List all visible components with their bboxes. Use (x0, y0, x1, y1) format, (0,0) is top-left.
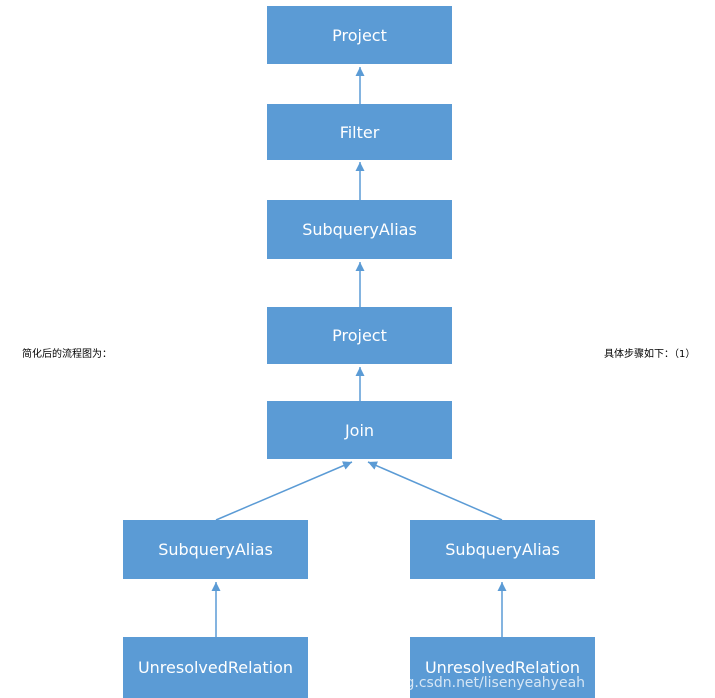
node-label: SubqueryAlias (158, 540, 273, 559)
node-label: UnresolvedRelation (424, 658, 581, 677)
node-unresolvedrelation-right: UnresolvedRelation (410, 637, 595, 698)
node-filter: Filter (267, 104, 452, 160)
node-label: UnresolvedRelation (137, 658, 294, 677)
node-subqueryalias-left: SubqueryAlias (123, 520, 308, 579)
node-project-mid: Project (267, 307, 452, 364)
node-subqueryalias-right: SubqueryAlias (410, 520, 595, 579)
edge-right-subqueryalias-to-join (367, 461, 503, 521)
right-caption: 具体步骤如下：（1） (604, 349, 696, 360)
node-label: SubqueryAlias (302, 220, 417, 239)
node-label: Join (344, 420, 375, 440)
watermark: https://blog.csdn.net/lisenyeahyeah (334, 675, 586, 691)
node-label: Project (332, 25, 387, 45)
node-label: SubqueryAlias (445, 540, 560, 559)
node-unresolvedrelation-left: UnresolvedRelation (123, 637, 308, 698)
node-subqueryalias-top: SubqueryAlias (267, 200, 452, 259)
edge-left-subqueryalias-to-join (215, 461, 353, 521)
node-label: Project (332, 326, 387, 345)
node-join: Join (267, 401, 452, 459)
node-label: Filter (339, 122, 380, 142)
left-caption: 简化后的流程图为： (22, 349, 112, 360)
node-project-top: Project (267, 6, 452, 64)
